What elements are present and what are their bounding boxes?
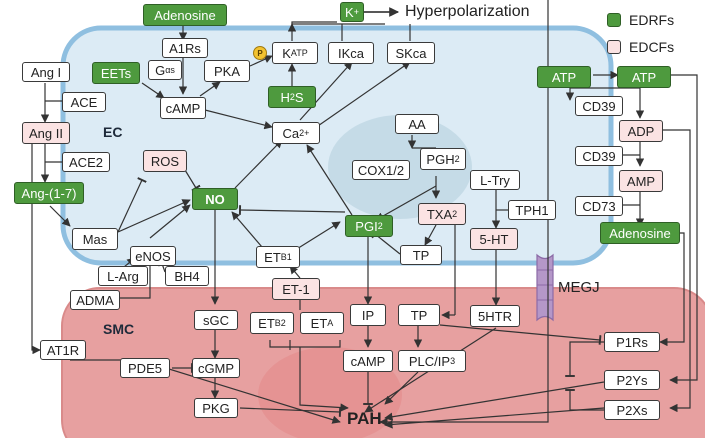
node-at1r: AT1R xyxy=(40,340,86,360)
node-cd39-b: CD39 xyxy=(575,146,623,166)
hyperpolarization-label: Hyperpolarization xyxy=(405,3,530,20)
node-pka: PKA xyxy=(204,60,250,82)
pah-label: PAH xyxy=(347,409,382,428)
smc-label: SMC xyxy=(103,321,135,337)
legend: EDRFs EDCFs xyxy=(603,4,703,64)
node-k-plus: K+ xyxy=(340,2,364,22)
node-skca: SKca xyxy=(387,42,435,64)
node-eets: EETs xyxy=(92,62,140,84)
node-ang17: Ang-(1-7) xyxy=(14,182,84,204)
node-atp-right: ATP xyxy=(617,66,671,88)
node-ros: ROS xyxy=(143,150,187,172)
node-camp-smc: cAMP xyxy=(343,350,393,372)
legend-edrf-label: EDRFs xyxy=(629,12,675,28)
node-ip: IP xyxy=(350,304,386,326)
megj-label: MEGJ xyxy=(558,279,600,296)
node-ltry: L-Try xyxy=(470,170,520,190)
node-ace2: ACE2 xyxy=(62,152,110,172)
node-p2xs: P2Xs xyxy=(604,400,660,420)
megj-channel xyxy=(536,253,554,322)
node-bh4: BH4 xyxy=(165,266,209,286)
legend-edcf-label: EDCFs xyxy=(629,39,675,55)
node-amp: AMP xyxy=(619,170,663,192)
node-a1rs: A1Rs xyxy=(162,38,208,58)
node-tp-ec: TP xyxy=(400,245,442,265)
node-tph1: TPH1 xyxy=(508,200,556,220)
node-aa: AA xyxy=(395,114,439,134)
legend-edcf-swatch xyxy=(607,40,621,54)
node-et1: ET-1 xyxy=(272,278,320,300)
node-p1rs: P1Rs xyxy=(604,332,660,352)
node-enos: eNOS xyxy=(130,246,176,266)
node-cd39-a: CD39 xyxy=(575,96,623,116)
node-cox: COX1/2 xyxy=(352,160,410,180)
phosphate-icon: P xyxy=(253,46,267,60)
node-camp-ec: cAMP xyxy=(160,97,206,119)
ec-label: EC xyxy=(103,124,123,140)
node-larg: L-Arg xyxy=(98,266,148,286)
node-sgc: sGC xyxy=(194,310,238,330)
node-5ht: 5-HT xyxy=(470,228,518,250)
node-cgmp: cGMP xyxy=(192,358,240,378)
node-adenosine-right: Adenosine xyxy=(600,222,680,244)
node-ikca: IKca xyxy=(328,42,374,64)
legend-edrf-swatch xyxy=(607,13,621,27)
node-ace: ACE xyxy=(62,92,106,112)
node-ang2: Ang II xyxy=(22,122,70,144)
node-adma: ADMA xyxy=(70,290,120,310)
node-pde5: PDE5 xyxy=(120,358,170,378)
node-ang1: Ang I xyxy=(22,62,70,82)
node-atp-left: ATP xyxy=(537,66,591,88)
node-5htr: 5HTR xyxy=(470,305,520,327)
node-no: NO xyxy=(192,188,238,210)
node-pkg: PKG xyxy=(194,398,238,418)
node-adenosine-top: Adenosine xyxy=(143,4,227,26)
node-adp: ADP xyxy=(619,120,663,142)
node-mas: Mas xyxy=(72,228,118,250)
node-tp-smc: TP xyxy=(398,304,440,326)
node-p2ys: P2Ys xyxy=(604,370,660,390)
node-cd73: CD73 xyxy=(575,196,623,216)
